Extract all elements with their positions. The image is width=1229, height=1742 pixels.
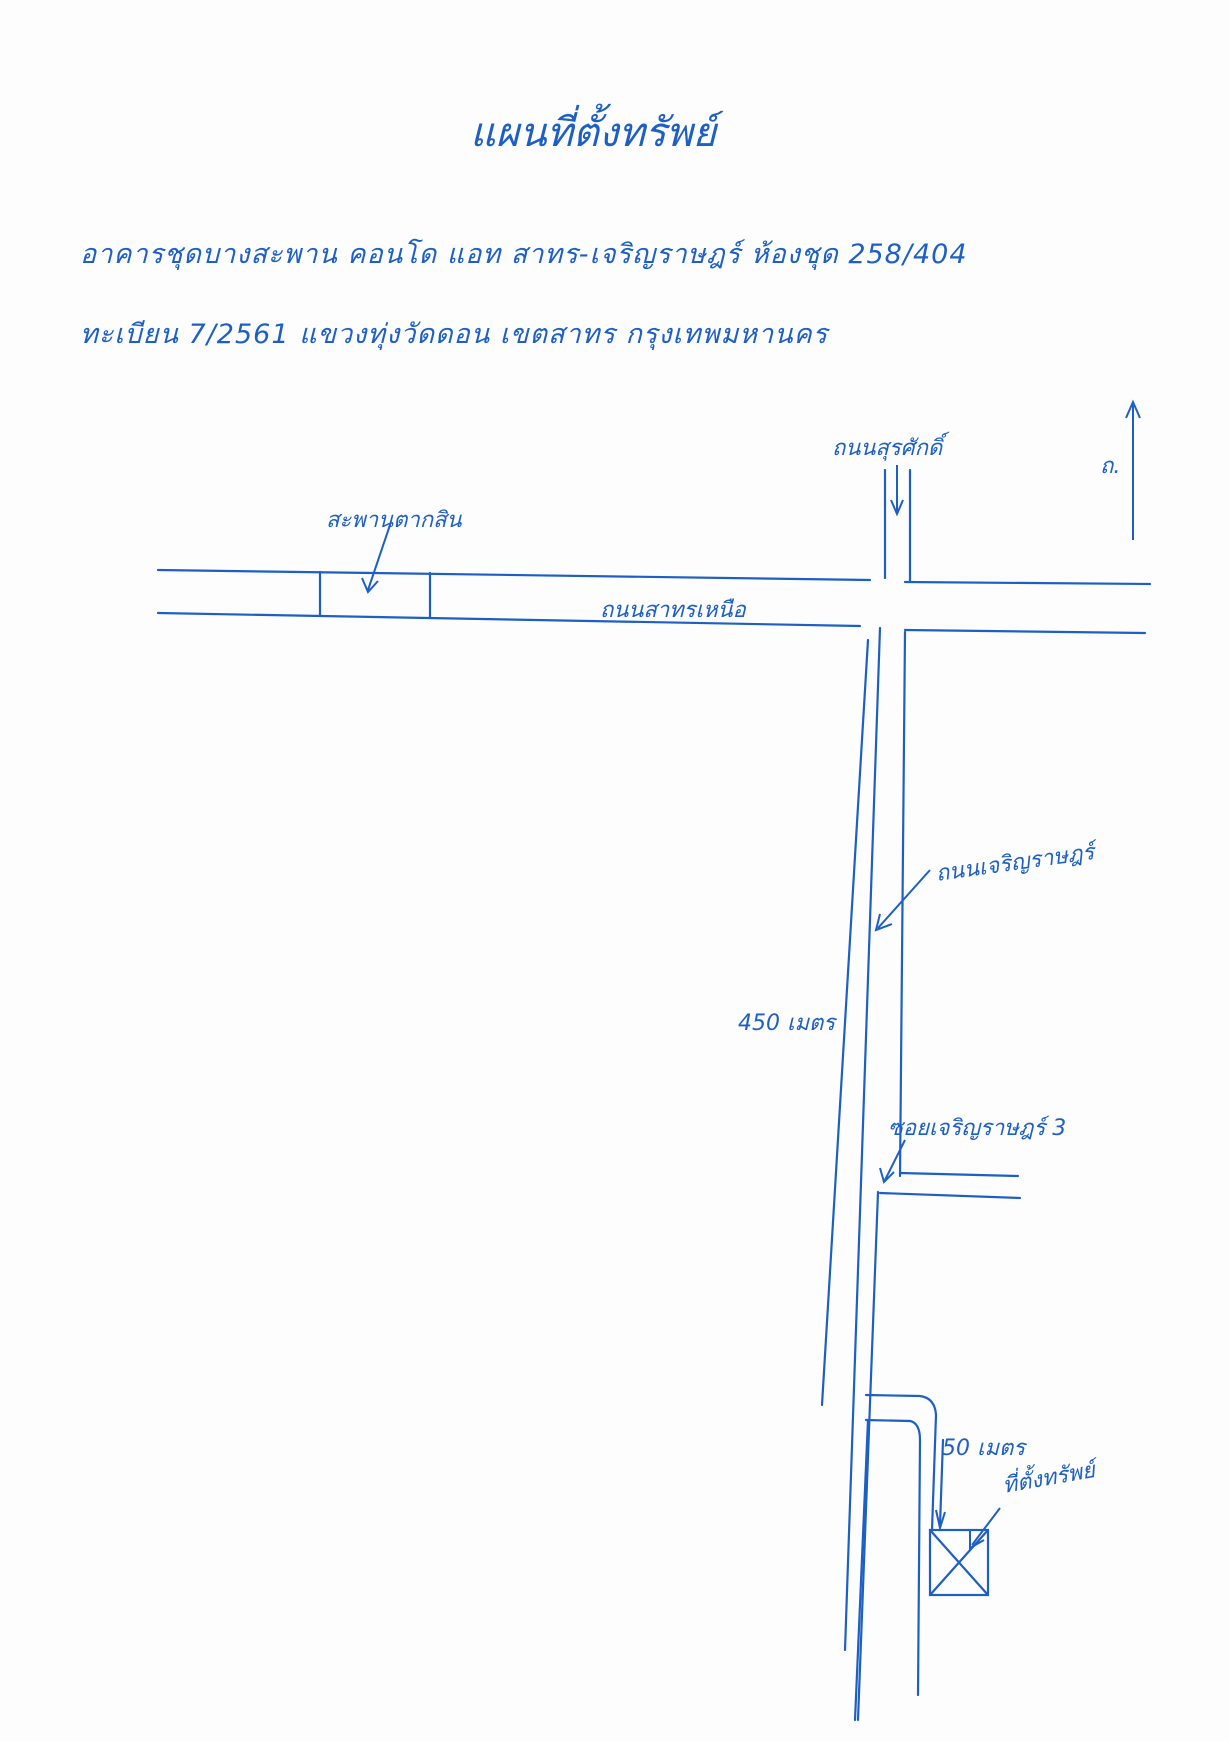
taksin-bridge-segment bbox=[318, 524, 432, 620]
label-soi-charoenrat-3: ซอยเจริญราษฎร์ 3 bbox=[888, 1116, 1067, 1141]
north-arrow-icon bbox=[1125, 399, 1141, 540]
header-line-2: ทะเบียน 7/2561 แขวงทุ่งวัดดอน เขตสาทร กร… bbox=[80, 319, 829, 350]
road-sathorn-north bbox=[156, 568, 1152, 635]
soi-charoenrat-3 bbox=[878, 1139, 1022, 1200]
map-title: แผนที่ตั้งทรัพย์ bbox=[470, 110, 717, 156]
label-distance-450: 450 เมตร bbox=[738, 1011, 836, 1036]
road-charoenrat bbox=[843, 626, 931, 1722]
property-box-icon bbox=[928, 1507, 1001, 1597]
label-distance-50: 50 เมตร bbox=[942, 1436, 1026, 1461]
north-label: ถ. bbox=[1100, 454, 1121, 479]
access-lane bbox=[853, 1393, 946, 1722]
label-road-sathorn-north: ถนนสาทรเหนือ bbox=[600, 598, 746, 623]
distance-450-marker bbox=[820, 638, 870, 1407]
label-road-surasak: ถนนสุรศักดิ์ bbox=[832, 436, 943, 461]
road-surasak bbox=[883, 465, 912, 584]
header-line-1: อาคารชุดบางสะพาน คอนโด แอท สาทร-เจริญราษ… bbox=[80, 239, 968, 270]
label-taksin-bridge: สะพานตากสิน bbox=[326, 508, 462, 533]
